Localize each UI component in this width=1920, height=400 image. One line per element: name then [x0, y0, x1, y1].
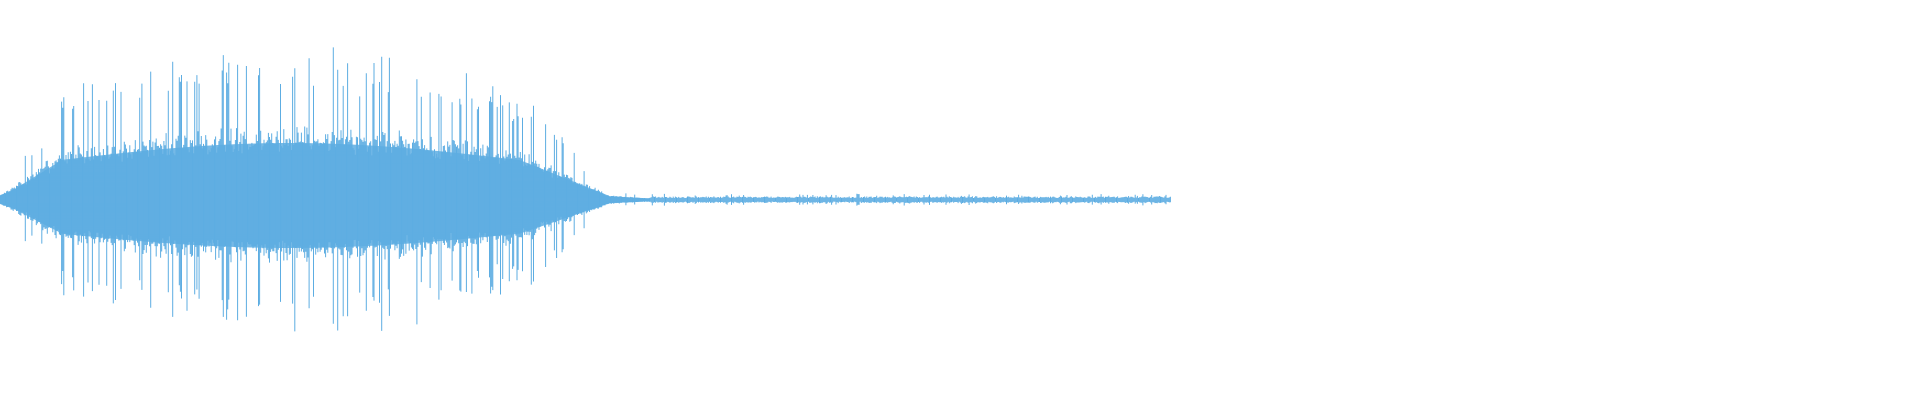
- waveform-lines: [0, 47, 1171, 332]
- waveform-path: [0, 47, 1171, 332]
